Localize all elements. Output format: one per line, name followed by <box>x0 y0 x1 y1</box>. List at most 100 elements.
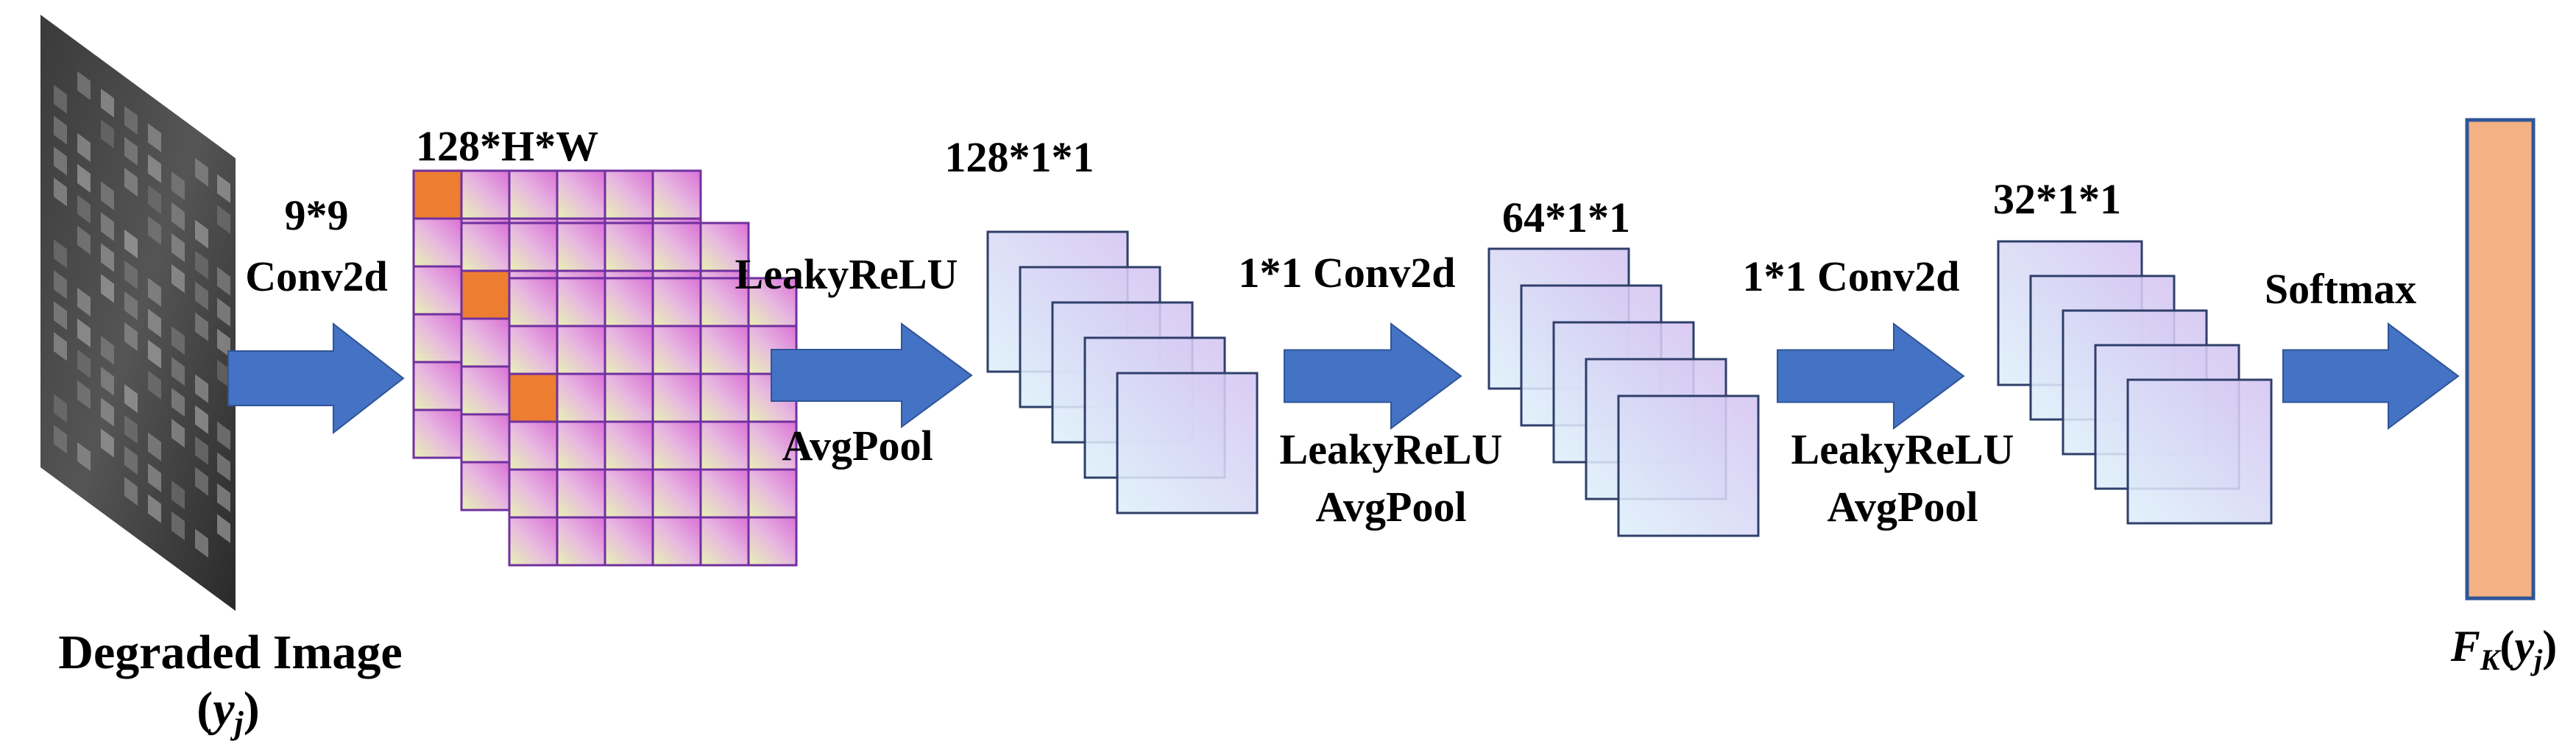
grid-cell <box>651 420 702 471</box>
image-glyph <box>195 528 208 558</box>
image-glyph <box>171 202 185 232</box>
image-glyph <box>171 171 185 201</box>
grid-cell <box>556 325 606 375</box>
image-glyph <box>101 397 114 427</box>
image-glyph <box>124 383 138 414</box>
flow-arrow <box>227 322 405 435</box>
image-glyph <box>54 270 67 300</box>
image-glyph <box>101 274 114 303</box>
grid-cell <box>412 361 463 411</box>
grid-cell <box>460 169 511 220</box>
grid-cell <box>556 516 606 567</box>
flow-arrow <box>771 322 973 428</box>
grid-cell <box>508 420 559 471</box>
grid-cell <box>651 516 702 567</box>
image-glyph <box>54 425 67 454</box>
image-glyph <box>124 105 138 135</box>
grid-cell <box>508 325 559 375</box>
grid-cell <box>460 222 511 272</box>
image-glyph <box>101 367 114 396</box>
image-glyph <box>148 277 161 307</box>
flow-arrow <box>2282 322 2460 430</box>
image-glyph <box>54 177 67 207</box>
grid-cell <box>651 277 702 328</box>
image-glyph <box>148 463 161 492</box>
image-glyph <box>54 301 67 330</box>
op2-pool-label: AvgPool <box>782 422 933 470</box>
image-glyph <box>124 476 138 506</box>
image-glyph <box>77 132 91 163</box>
image-glyph <box>77 287 91 317</box>
image-glyph <box>124 291 138 321</box>
grid-cell <box>699 420 750 471</box>
op3-conv-label: 1*1 Conv2d <box>1239 249 1456 297</box>
image-glyph <box>195 281 208 311</box>
image-glyph <box>217 174 230 203</box>
grid-cell <box>699 468 750 519</box>
image-glyph <box>77 380 91 410</box>
image-glyph <box>124 414 138 445</box>
image-glyph <box>217 297 230 327</box>
image-glyph <box>77 349 91 379</box>
image-glyph <box>124 260 138 290</box>
grid-cell <box>412 408 463 459</box>
grid-cell <box>460 413 511 464</box>
grid-cell <box>556 420 606 471</box>
image-glyph <box>124 445 138 475</box>
image-glyph <box>195 436 208 465</box>
image-glyph <box>148 216 161 245</box>
grid-cell <box>604 325 654 375</box>
image-glyph <box>217 483 230 512</box>
input-symbol-label: (yj) <box>197 682 260 741</box>
image-glyph <box>195 405 208 434</box>
grid-cell <box>604 420 654 471</box>
flow-arrow <box>1777 322 1965 430</box>
grid-cell <box>556 277 606 328</box>
image-glyph <box>148 123 161 152</box>
image-glyph <box>101 119 114 149</box>
image-glyph <box>195 467 208 496</box>
stack3-dims-label: 32*1*1 <box>1993 175 2121 223</box>
image-glyph <box>195 312 208 341</box>
op3-pool-label: AvgPool <box>1315 483 1466 531</box>
grid-cell <box>556 169 606 220</box>
degraded-image <box>40 15 236 611</box>
grid-cell <box>556 468 606 519</box>
grid-cell <box>412 217 463 268</box>
grid-cell <box>508 516 559 567</box>
image-glyph <box>124 167 138 197</box>
image-glyph <box>148 370 161 400</box>
grid-cell <box>699 222 750 272</box>
op2-activation-label: LeakyReLU <box>735 250 958 298</box>
image-glyph <box>148 185 161 214</box>
grid-cell <box>651 325 702 375</box>
grid-cell <box>604 222 654 272</box>
image-glyph <box>54 146 67 176</box>
grid-cell <box>412 265 463 316</box>
image-glyph <box>77 225 91 255</box>
conv1-op-label: Conv2d <box>245 252 387 300</box>
op4-pool-label: AvgPool <box>1827 483 1978 531</box>
image-glyph <box>124 322 138 352</box>
flow-arrow <box>1284 322 1462 430</box>
grid-cell <box>747 420 798 471</box>
image-glyph <box>77 163 91 194</box>
image-glyph <box>101 88 114 118</box>
image-glyph <box>171 511 185 541</box>
image-glyph <box>217 421 230 450</box>
image-glyph <box>124 136 138 166</box>
stack-square <box>2126 378 2273 525</box>
image-glyph <box>54 332 67 361</box>
grid-cell <box>604 169 654 220</box>
stack-square <box>1116 372 1259 514</box>
grid-cell <box>556 222 606 272</box>
image-glyph <box>195 157 208 187</box>
grid-cell <box>508 169 559 220</box>
input-label: Degraded Image <box>58 626 402 679</box>
image-glyph <box>217 359 230 389</box>
grid-cell <box>747 468 798 519</box>
stack2-dims-label: 64*1*1 <box>1502 194 1630 241</box>
highlighted-cell <box>460 269 511 320</box>
stack-square <box>1617 394 1760 537</box>
image-glyph <box>148 494 161 523</box>
